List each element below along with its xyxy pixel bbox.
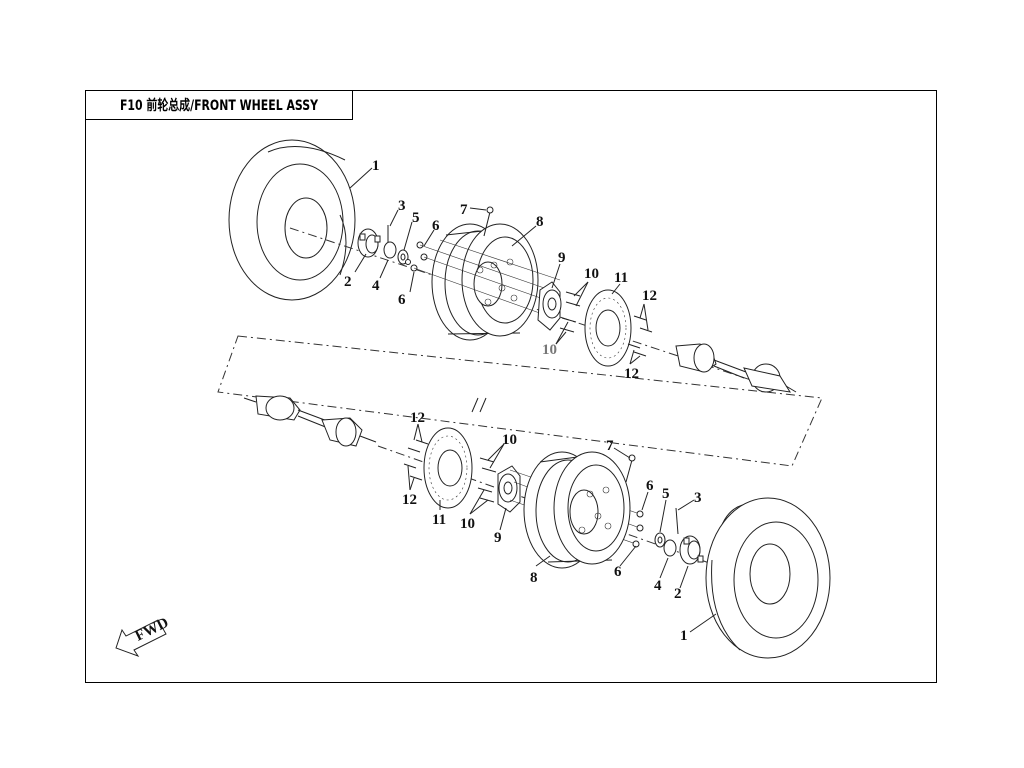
brake-disc-top xyxy=(584,289,632,367)
hub-cap-top xyxy=(357,228,381,258)
callout-12b-top: 12 xyxy=(624,366,639,382)
page-title: F10 前轮总成/FRONT WHEEL ASSY xyxy=(119,98,319,114)
title-box: F10 前轮总成/FRONT WHEEL ASSY xyxy=(85,90,353,120)
callout-10b-top: 10 xyxy=(542,342,557,358)
rim-top xyxy=(431,223,539,341)
drive-shaft-bottom xyxy=(243,395,377,447)
callouts-top: 1 2 3 4 5 6 6 7 8 9 10 10 11 12 12 xyxy=(344,158,657,382)
callout-4-top: 4 xyxy=(372,278,380,294)
stud-lines-top xyxy=(413,239,561,317)
callout-10b-bottom: 10 xyxy=(460,516,475,532)
connection-box xyxy=(217,335,823,467)
washer-bottom xyxy=(654,532,666,548)
drive-shaft-top xyxy=(675,343,797,393)
callout-9-bottom: 9 xyxy=(494,530,502,546)
callout-8-bottom: 8 xyxy=(530,570,538,586)
callout-5-bottom: 5 xyxy=(662,486,670,502)
tire-top xyxy=(228,139,356,301)
cotter-pin-bottom xyxy=(675,507,679,535)
callout-10a-top: 10 xyxy=(584,266,599,282)
valve-stem-bottom xyxy=(625,454,636,483)
callout-6b-top: 6 xyxy=(398,292,406,308)
callout-10a-bottom: 10 xyxy=(502,432,517,448)
tire-bottom xyxy=(705,497,831,659)
callouts-bottom: 12 12 11 10 10 9 8 7 6 6 5 4 3 2 1 xyxy=(402,410,702,644)
callout-7-top: 7 xyxy=(460,202,468,218)
bolts-top xyxy=(559,291,581,333)
bolts-bottom xyxy=(477,457,497,503)
callout-5-top: 5 xyxy=(412,210,420,226)
rim-bottom xyxy=(523,451,631,569)
callout-12b-bottom: 12 xyxy=(402,492,417,508)
callout-2-top: 2 xyxy=(344,274,352,290)
hub-cap-bottom xyxy=(679,535,704,565)
brake-disc-bottom xyxy=(423,427,473,509)
callout-1-top: 1 xyxy=(372,158,380,174)
callout-12a-bottom: 12 xyxy=(410,410,425,426)
callout-11-top: 11 xyxy=(614,270,628,286)
callout-1-bottom: 1 xyxy=(680,628,688,644)
callout-2-bottom: 2 xyxy=(674,586,682,602)
callout-9-top: 9 xyxy=(558,250,566,266)
hub-bottom xyxy=(497,465,521,513)
callout-8-top: 8 xyxy=(536,214,544,230)
callout-11-bottom: 11 xyxy=(432,512,446,528)
nut-top xyxy=(383,241,397,259)
callout-6b-bottom: 6 xyxy=(614,564,622,580)
nut-bottom xyxy=(663,539,677,557)
hub-top xyxy=(537,281,562,331)
callout-6a-top: 6 xyxy=(432,218,440,234)
drawing-frame xyxy=(85,90,937,683)
callout-6a-bottom: 6 xyxy=(646,478,654,494)
callout-3-bottom: 3 xyxy=(694,490,702,506)
callout-3-top: 3 xyxy=(398,198,406,214)
callout-12a-top: 12 xyxy=(642,288,657,304)
callout-4-bottom: 4 xyxy=(654,578,662,594)
fwd-arrow-icon: FWD xyxy=(115,615,171,657)
disc-bolts-top xyxy=(627,315,653,357)
callout-7-bottom: 7 xyxy=(606,438,614,454)
leader-lines xyxy=(349,167,717,633)
lug-nuts-bottom xyxy=(632,510,644,548)
valve-stem-top xyxy=(483,206,494,237)
